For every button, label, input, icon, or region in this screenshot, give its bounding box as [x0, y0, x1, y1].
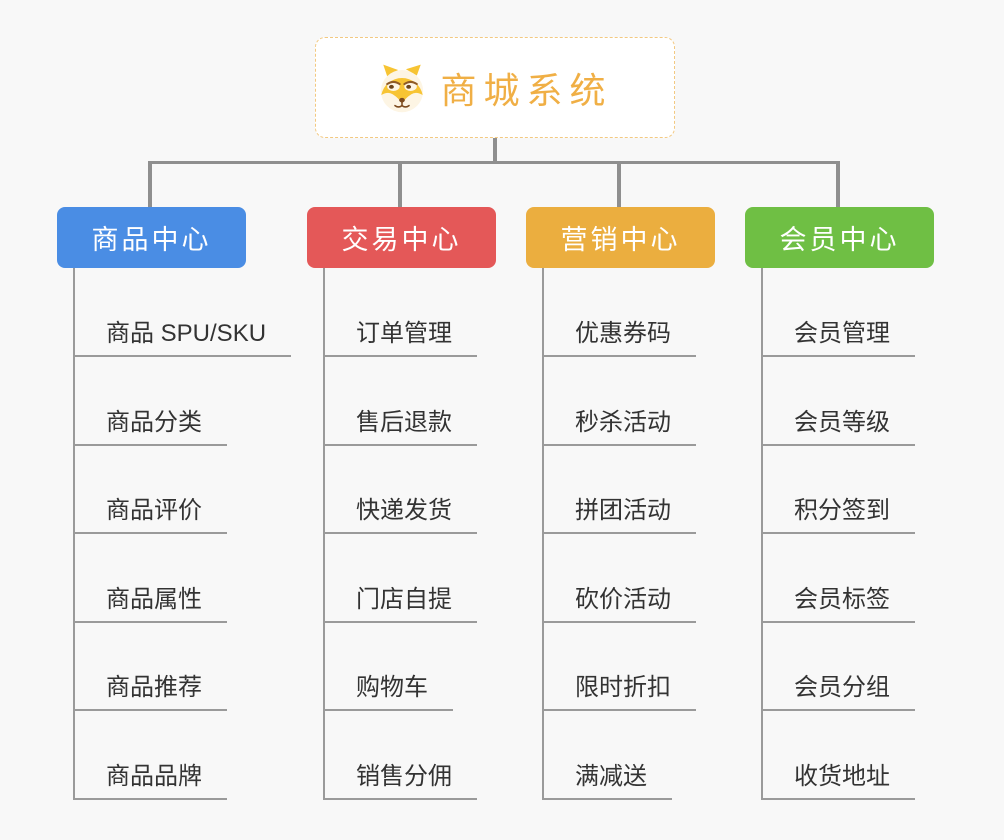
- branch-item[interactable]: 砍价活动: [542, 585, 696, 623]
- branch-item[interactable]: 商品品牌: [73, 762, 227, 800]
- branch-header[interactable]: 交易中心: [307, 207, 496, 268]
- branch-item[interactable]: 商品推荐: [73, 673, 227, 711]
- branch-header-label: 商品中心: [91, 225, 212, 255]
- branch-header[interactable]: 商品中心: [57, 207, 246, 268]
- connector-drop-2: [398, 161, 402, 207]
- branch-item[interactable]: 商品属性: [73, 585, 227, 623]
- connector-drop-3: [617, 161, 621, 207]
- branch-item[interactable]: 购物车: [323, 673, 453, 711]
- connector-drop-4: [836, 161, 840, 207]
- root-node[interactable]: 商城系统: [315, 37, 675, 138]
- branch-item[interactable]: 商品分类: [73, 408, 227, 446]
- branch-header-label: 交易中心: [341, 225, 462, 255]
- branch-4: 会员中心会员管理会员等级积分签到会员标签会员分组收货地址: [745, 207, 934, 807]
- branch-2: 交易中心订单管理售后退款快递发货门店自提购物车销售分佣: [307, 207, 496, 807]
- branch-item[interactable]: 会员等级: [761, 408, 915, 446]
- branch-header[interactable]: 营销中心: [526, 207, 715, 268]
- branch-item[interactable]: 积分签到: [761, 496, 915, 534]
- root-label: 商城系统: [440, 69, 613, 111]
- branch-item[interactable]: 满减送: [542, 762, 672, 800]
- branch-item[interactable]: 收货地址: [761, 762, 915, 800]
- branch-item[interactable]: 限时折扣: [542, 673, 696, 711]
- branch-line: [761, 268, 763, 800]
- branch-header-label: 营销中心: [560, 225, 681, 255]
- branch-line: [542, 268, 544, 800]
- connector-root-stem: [493, 138, 497, 164]
- branch-item[interactable]: 售后退款: [323, 408, 477, 446]
- connector-horizontal: [148, 161, 840, 164]
- connector-drop-1: [148, 161, 152, 207]
- branch-item[interactable]: 优惠券码: [542, 319, 696, 357]
- branch-header[interactable]: 会员中心: [745, 207, 934, 268]
- branch-line: [73, 268, 75, 800]
- branch-item[interactable]: 会员标签: [761, 585, 915, 623]
- branch-item[interactable]: 门店自提: [323, 585, 477, 623]
- branch-line: [323, 268, 325, 800]
- branch-item[interactable]: 会员分组: [761, 673, 915, 711]
- branch-item[interactable]: 销售分佣: [323, 762, 477, 800]
- branch-item[interactable]: 商品评价: [73, 496, 227, 534]
- branch-3: 营销中心优惠券码秒杀活动拼团活动砍价活动限时折扣满减送: [526, 207, 715, 807]
- branch-item[interactable]: 商品 SPU/SKU: [73, 319, 292, 357]
- branch-header-label: 会员中心: [779, 225, 900, 255]
- branch-item[interactable]: 会员管理: [761, 319, 915, 357]
- branch-item[interactable]: 订单管理: [323, 319, 477, 357]
- branch-item[interactable]: 拼团活动: [542, 496, 696, 534]
- branch-item[interactable]: 秒杀活动: [542, 408, 696, 446]
- branch-item[interactable]: 快递发货: [323, 496, 477, 534]
- branch-1: 商品中心商品 SPU/SKU 商品分类商品评价商品属性商品推荐商品品牌: [57, 207, 292, 807]
- doge-icon: [381, 64, 424, 112]
